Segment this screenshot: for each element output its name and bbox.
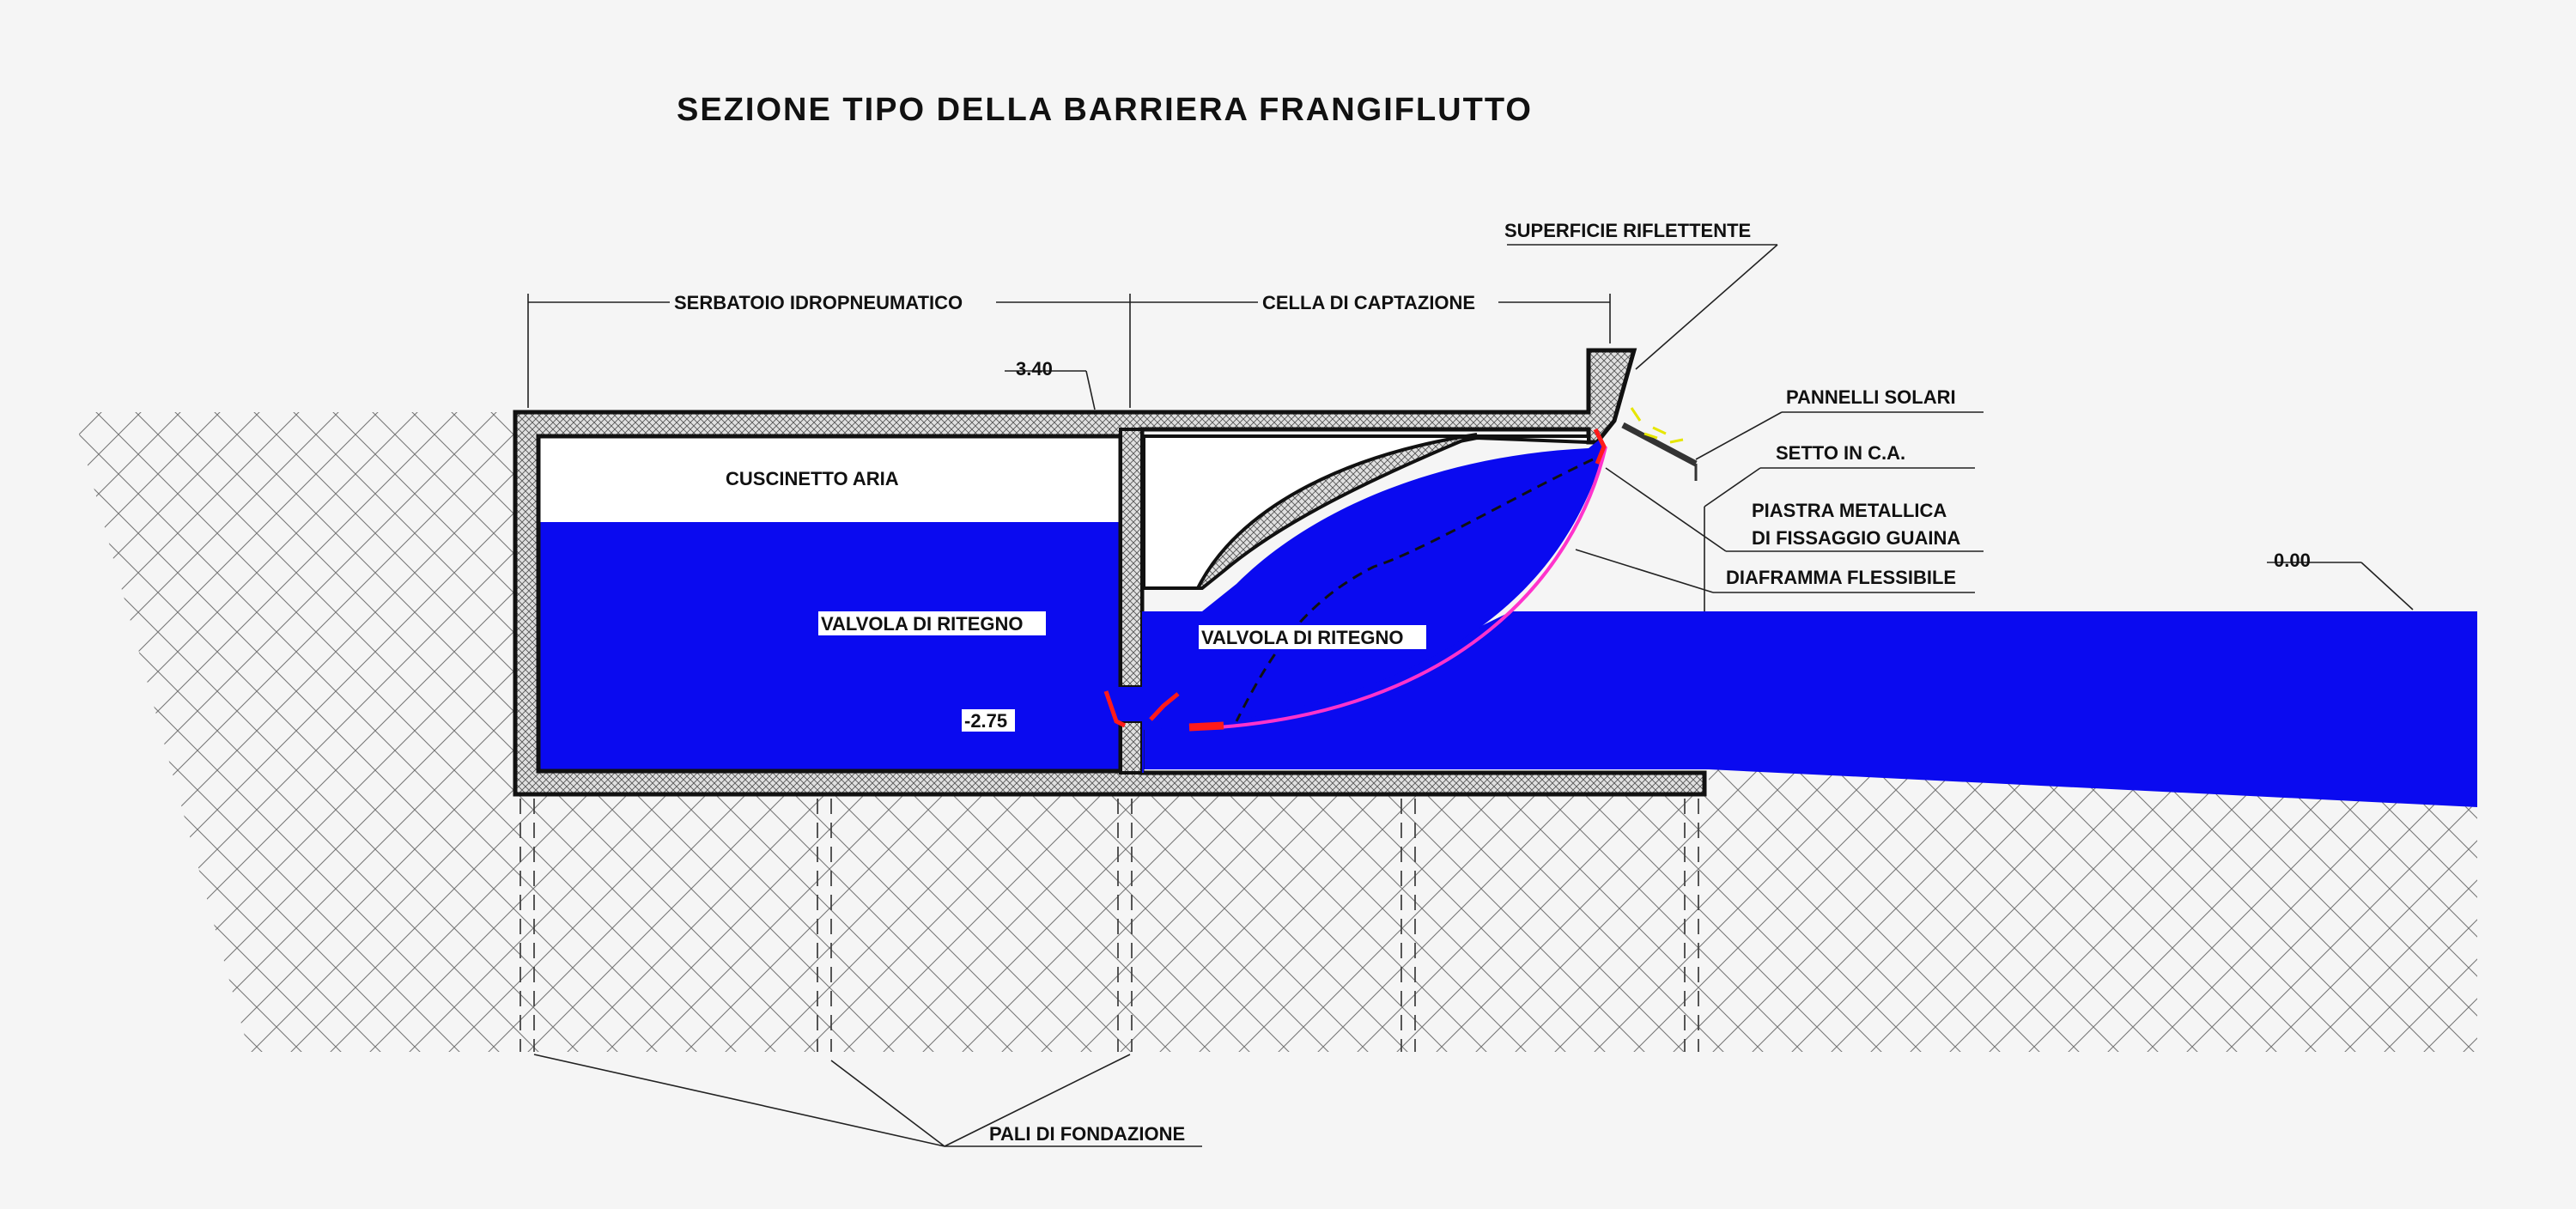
soil-left (73, 412, 515, 1052)
label-piastra-1: PIASTRA METALLICA (1752, 500, 1947, 521)
label-valvola-2: VALVOLA DI RITEGNO (1201, 627, 1403, 648)
solar-panel (1621, 407, 1698, 481)
diaphragm-dashed-line (1235, 458, 1594, 722)
label-pannelli: PANNELLI SOLARI (1786, 386, 1956, 408)
label-setto: SETTO IN C.A. (1776, 442, 1905, 464)
label-piastra-2: DI FISSAGGIO GUAINA (1752, 527, 1960, 549)
leader-lines (533, 244, 2414, 1147)
level-zero: 0.00 (2274, 550, 2311, 571)
label-serbatoio: SERBATOIO IDROPNEUMATICO (674, 292, 963, 313)
cell-water (1142, 438, 1606, 773)
check-valves (1103, 428, 1607, 732)
level-bottom: -2.75 (964, 710, 1007, 732)
label-superficie: SUPERFICIE RIFLETTENTE (1504, 220, 1751, 241)
soil-below-structure (515, 764, 2477, 1052)
tank-water (538, 522, 1121, 771)
level-top: 3.40 (1016, 358, 1053, 380)
flexible-diaphragm (1206, 446, 1607, 730)
curved-deflector (1194, 433, 1478, 590)
label-pali: PALI DI FONDAZIONE (989, 1123, 1185, 1145)
sea-water (1138, 611, 2477, 807)
tank-air (538, 436, 1121, 522)
label-cuscinetto: CUSCINETTO ARIA (726, 468, 899, 489)
label-diaframma: DIAFRAMMA FLESSIBILE (1726, 567, 1956, 588)
diagram-title: SEZIONE TIPO DELLA BARRIERA FRANGIFLUTTO (677, 92, 1533, 128)
central-wall (1119, 428, 1144, 689)
label-valvola-1: VALVOLA DI RITEGNO (821, 613, 1023, 635)
label-cella: CELLA DI CAPTAZIONE (1262, 292, 1475, 313)
foundation-piles (519, 799, 1699, 1052)
central-wall-lower (1119, 720, 1144, 775)
